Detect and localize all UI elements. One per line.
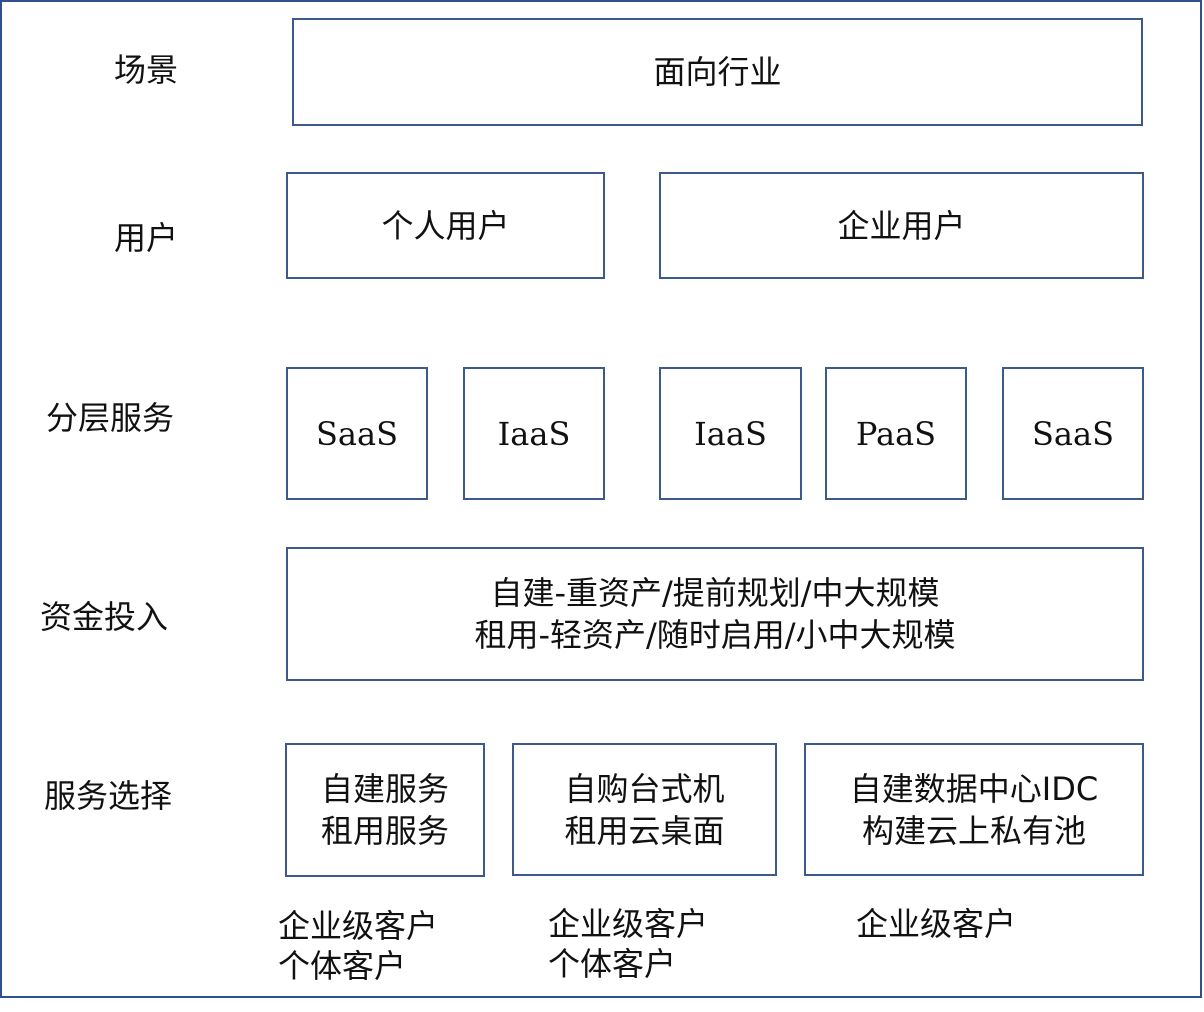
row-label-capital-investment: 资金投入 <box>40 598 169 636</box>
layer-box-iaas-personal: IaaS <box>463 367 605 500</box>
enterprise-user-box: 企业用户 <box>659 172 1144 279</box>
capital-line-build: 自建-重资产/提前规划/中大规模 <box>490 574 940 612</box>
capital-line-rent: 租用-轻资产/随时启用/小中大规模 <box>474 616 956 654</box>
enterprise-user-label: 企业用户 <box>837 206 966 245</box>
customer-caption-1: 企业级客户 个体客户 <box>278 906 438 986</box>
row-label-user: 用户 <box>114 219 179 257</box>
row-label-scene: 场景 <box>114 51 179 89</box>
layer-box-paas-enterprise: PaaS <box>825 367 967 500</box>
choice-line: 自建服务 <box>320 770 449 808</box>
layer-label: PaaS <box>855 414 937 453</box>
customer-line: 企业级客户 <box>278 907 439 945</box>
customer-caption-2: 企业级客户 个体客户 <box>548 904 708 984</box>
choice-line: 构建云上私有池 <box>861 811 1086 850</box>
layer-box-saas-enterprise: SaaS <box>1002 367 1144 500</box>
choice-box-services: 自建服务 租用服务 <box>285 743 485 877</box>
customer-line: 企业级客户 <box>856 905 1017 943</box>
choice-box-datacenter: 自建数据中心IDC 构建云上私有池 <box>804 743 1144 876</box>
personal-user-label: 个人用户 <box>381 206 510 245</box>
choice-line: 租用服务 <box>320 812 449 850</box>
row-label-service-choice: 服务选择 <box>44 777 173 815</box>
personal-user-box: 个人用户 <box>286 172 605 279</box>
row-label-layered-services: 分层服务 <box>46 399 175 437</box>
layer-box-iaas-enterprise: IaaS <box>659 367 802 500</box>
layer-label: SaaS <box>316 414 398 453</box>
layer-label: IaaS <box>694 414 767 453</box>
layer-box-saas-personal: SaaS <box>286 367 428 500</box>
choice-line: 自建数据中心IDC <box>849 769 1099 808</box>
customer-caption-3: 企业级客户 <box>856 904 1016 944</box>
customer-line: 企业级客户 <box>548 905 709 943</box>
layer-label: SaaS <box>1032 414 1114 453</box>
layer-label: IaaS <box>497 414 571 453</box>
customer-line: 个体客户 <box>278 947 407 985</box>
industry-label: 面向行业 <box>653 53 782 91</box>
choice-line: 自购台式机 <box>564 769 725 808</box>
industry-box: 面向行业 <box>292 18 1143 126</box>
capital-box: 自建-重资产/提前规划/中大规模 租用-轻资产/随时启用/小中大规模 <box>286 547 1144 681</box>
choice-line: 租用云桌面 <box>564 811 725 850</box>
customer-line: 个体客户 <box>548 945 677 983</box>
choice-box-desktop: 自购台式机 租用云桌面 <box>512 743 777 876</box>
